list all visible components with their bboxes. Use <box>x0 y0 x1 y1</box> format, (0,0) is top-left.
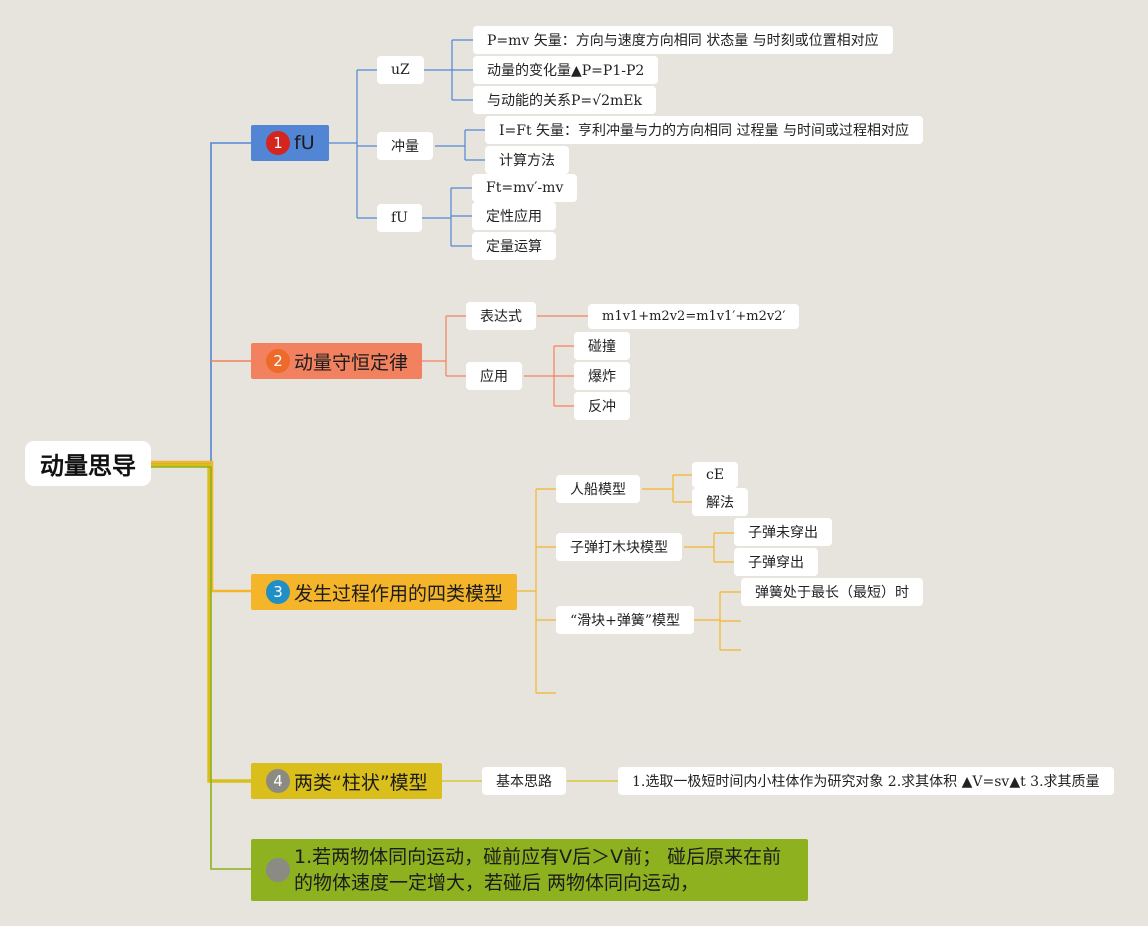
leaf-conservation-formula[interactable]: m1v1+m2v2=m1v1′+m2v2′ <box>588 304 800 329</box>
subtopic-application[interactable]: 应用 <box>466 362 522 390</box>
main-topic-4[interactable]: 4 两类“柱状”模型 <box>251 763 442 799</box>
leaf-calculation-method[interactable]: 计算方法 <box>485 146 569 174</box>
leaf-impulse-definition[interactable]: I=Ft 矢量：亨利冲量与力的方向相同 过程量 与时间或过程相对应 <box>485 116 923 144</box>
main-topic-label: 动量守恒定律 <box>294 351 409 374</box>
main-topic-2[interactable]: 2 动量守恒定律 <box>251 343 423 379</box>
subtopic-person-boat-model[interactable]: 人船模型 <box>556 475 640 503</box>
leaf-momentum-definition[interactable]: P=mv 矢量：方向与速度方向相同 状态量 与时刻或位置相对应 <box>473 26 893 54</box>
main-topic-label: 两类“柱状”模型 <box>294 771 428 794</box>
subtopic-impulse[interactable]: 冲量 <box>377 132 433 160</box>
subtopic-fu[interactable]: fU <box>377 204 422 232</box>
main-topic-label: fU <box>294 132 315 154</box>
number-badge-5: 5 <box>266 858 290 882</box>
leaf-approach-steps[interactable]: 1.选取一极短时间内小柱体作为研究对象 2.求其体积 ▲V=sv▲t 3.求其质… <box>618 767 1114 795</box>
leaf-ce[interactable]: cE <box>692 462 739 488</box>
main-topic-5[interactable]: 5 1.若两物体同向运动，碰前应有V后＞V前； 碰后原来在前的物体速度一定增大，… <box>251 839 808 901</box>
leaf-solution[interactable]: 解法 <box>692 488 748 516</box>
main-topic-label: 1.若两物体同向运动，碰前应有V后＞V前； 碰后原来在前的物体速度一定增大，若碰… <box>294 846 782 894</box>
subtopic-uz[interactable]: uZ <box>377 56 424 84</box>
number-badge-1: 1 <box>266 131 290 155</box>
subtopic-basic-approach[interactable]: 基本思路 <box>482 767 566 795</box>
leaf-quantitative-calculation[interactable]: 定量运算 <box>472 232 556 260</box>
root-node[interactable]: 动量思导 <box>25 441 151 486</box>
leaf-collision[interactable]: 碰撞 <box>574 332 630 360</box>
leaf-momentum-change[interactable]: 动量的变化量▲P=P1-P2 <box>473 56 659 84</box>
main-topic-3[interactable]: 3 发生过程作用的四类模型 <box>251 574 518 610</box>
number-badge-3: 3 <box>266 580 290 604</box>
subtopic-bullet-block-model[interactable]: 子弹打木块模型 <box>556 533 682 561</box>
leaf-spring-longest-shortest[interactable]: 弹簧处于最长（最短）时 <box>741 578 923 606</box>
leaf-theorem-formula[interactable]: Ft=mv′-mv <box>472 174 578 202</box>
leaf-qualitative-application[interactable]: 定性应用 <box>472 202 556 230</box>
subtopic-expression[interactable]: 表达式 <box>466 302 536 330</box>
leaf-explosion[interactable]: 爆炸 <box>574 362 630 390</box>
leaf-bullet-through[interactable]: 子弹穿出 <box>734 548 818 576</box>
leaf-recoil[interactable]: 反冲 <box>574 392 630 420</box>
main-topic-label: 发生过程作用的四类模型 <box>294 582 504 605</box>
number-badge-2: 2 <box>266 349 290 373</box>
leaf-kinetic-energy-relation[interactable]: 与动能的关系P=√2mEk <box>473 86 656 114</box>
main-topic-1[interactable]: 1 fU <box>251 125 329 161</box>
subtopic-slider-spring-model[interactable]: “滑块+弹簧”模型 <box>556 606 695 634</box>
leaf-bullet-not-through[interactable]: 子弹未穿出 <box>734 518 832 546</box>
number-badge-4: 4 <box>266 769 290 793</box>
